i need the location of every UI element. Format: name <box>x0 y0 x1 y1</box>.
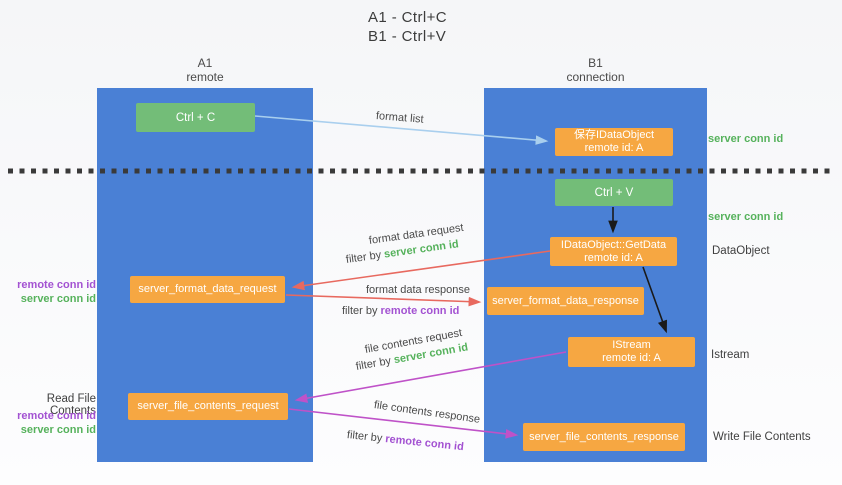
label-file-contents-response-filter: filter by remote conn id <box>346 429 464 453</box>
label-server-conn-id-file: server conn id <box>20 423 96 436</box>
left-labels-file: remote conn id server conn id <box>0 410 96 437</box>
lane-header-a1: A1 remote <box>97 56 313 84</box>
lane-b1-name: B1 <box>588 56 603 70</box>
label-dataobject: DataObject <box>712 245 770 257</box>
label-remote-conn-id-format: remote conn id <box>17 279 96 291</box>
label-write-file-contents: Write File Contents <box>713 431 811 443</box>
node-istream: IStream remote id: A <box>568 337 695 367</box>
filter-by-text: filter by <box>354 354 395 373</box>
node-file-response-label: server_file_contents_response <box>529 430 679 443</box>
filter-by-text: filter by <box>342 305 381 317</box>
left-labels-format: remote conn id server conn id <box>0 279 96 306</box>
label-file-contents-response: file contents response <box>373 399 481 426</box>
filter-remote-conn-id: remote conn id <box>380 305 460 317</box>
node-ctrl-v: Ctrl + V <box>555 179 673 206</box>
diagram-title: A1 - Ctrl+C B1 - Ctrl+V <box>368 8 447 46</box>
filter-by-text: filter by <box>345 248 385 266</box>
node-save-idataobject: 保存IDataObject remote id: A <box>555 128 673 156</box>
node-istream-line2: remote id: A <box>602 352 661 364</box>
node-format-response-label: server_format_data_response <box>492 294 639 307</box>
label-format-data-response: format data response <box>366 284 470 296</box>
label-read-file-contents: Read File Contents <box>46 393 96 417</box>
lane-b1-role: connection <box>566 70 625 84</box>
node-server-format-data-response: server_format_data_response <box>487 287 644 315</box>
lane-a1-role: remote <box>186 70 224 84</box>
label-server-conn-id-format: server conn id <box>20 292 96 305</box>
label-server-conn-id-mid: server conn id <box>708 211 784 223</box>
label-format-data-response-filter: filter by remote conn id <box>342 305 459 317</box>
title-line-1: A1 - Ctrl+C <box>368 9 447 26</box>
node-server-file-contents-request: server_file_contents_request <box>128 393 288 420</box>
node-istream-line1: IStream <box>612 339 651 351</box>
label-server-conn-id-top: server conn id <box>708 133 784 145</box>
label-istream: Istream <box>711 349 750 361</box>
node-getdata-line1: IDataObject::GetData <box>560 238 667 251</box>
label-remote-conn-id-file: remote conn id <box>17 410 96 422</box>
node-ctrl-c: Ctrl + C <box>136 103 255 132</box>
title-line-2: B1 - Ctrl+V <box>368 28 447 45</box>
node-getdata-line2: remote id: A <box>584 251 643 264</box>
node-save-idataobject-line1: 保存IDataObject <box>573 129 655 141</box>
format-data-response-arrow <box>285 294 482 307</box>
lane-a1-name: A1 <box>197 56 213 70</box>
label-format-list: format list <box>375 110 425 126</box>
node-idataobject-getdata: IDataObject::GetData remote id: A <box>550 237 677 266</box>
node-save-idataobject-line2: remote id: A <box>584 142 644 154</box>
node-ctrl-v-label: Ctrl + V <box>594 186 634 199</box>
node-format-request-label: server_format_data_request <box>138 283 277 295</box>
filter-by-text: filter by <box>346 429 386 445</box>
node-ctrl-c-label: Ctrl + C <box>175 111 216 124</box>
filter-remote-conn-id: remote conn id <box>384 433 465 454</box>
lane-header-b1: B1 connection <box>484 56 707 84</box>
node-file-request-label: server_file_contents_request <box>137 400 279 412</box>
node-server-file-contents-response: server_file_contents_response <box>523 423 685 451</box>
node-server-format-data-request: server_format_data_request <box>130 276 285 303</box>
